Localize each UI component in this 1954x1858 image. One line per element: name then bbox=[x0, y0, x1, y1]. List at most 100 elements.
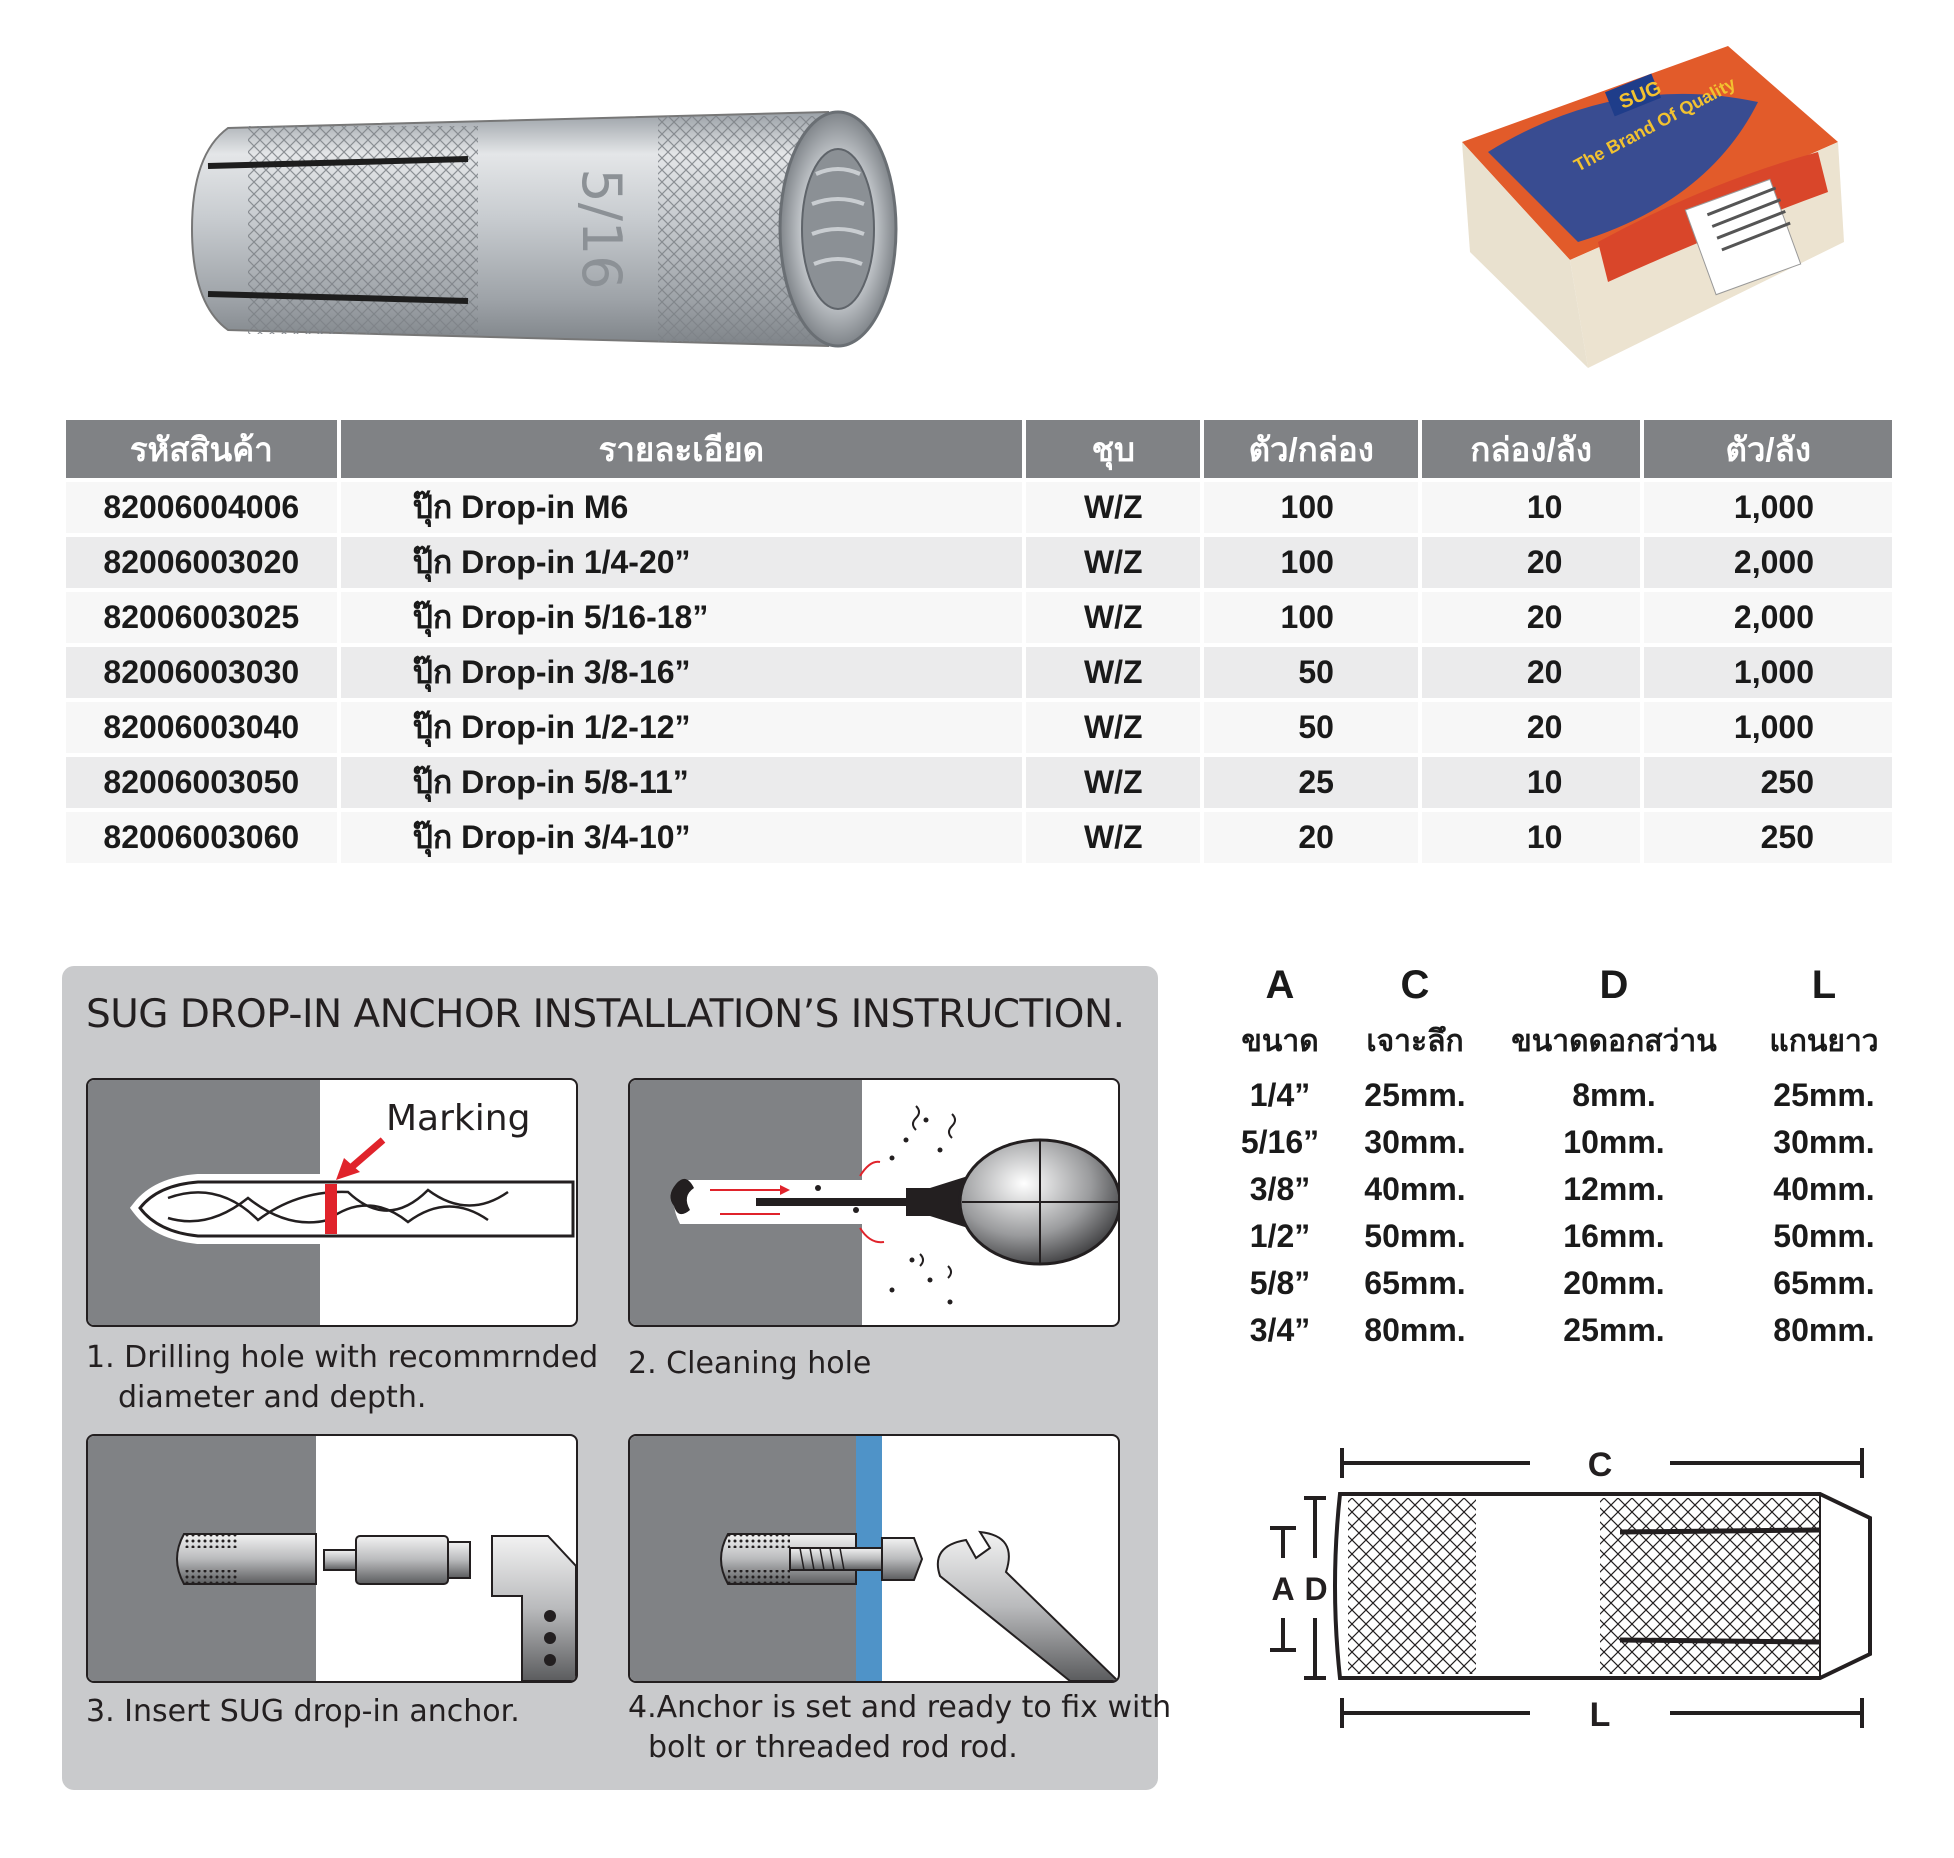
spec-cell: 20mm. bbox=[1563, 1265, 1665, 1301]
dimension-diagram: C L A D bbox=[1270, 1446, 1872, 1734]
row-code: 82006003050 bbox=[66, 757, 337, 808]
spec-row: 3/8” 40mm. 12mm. 40mm. bbox=[1216, 1166, 1906, 1213]
step4-caption-line1: 4.Anchor is set and ready to fix with bbox=[628, 1690, 1172, 1725]
dim-label-d: D bbox=[1304, 1571, 1327, 1607]
spec-cell: 25mm. bbox=[1773, 1077, 1875, 1113]
spec-cell: 10mm. bbox=[1563, 1124, 1665, 1160]
row-description: ปุ๊ก Drop-in 1/2-12” bbox=[340, 702, 1023, 753]
spec-label-row: ขนาด เจาะลึก ขนาดดอกสว่าน แกนยาว bbox=[1216, 1010, 1906, 1072]
spec-cell: 5/16” bbox=[1240, 1124, 1320, 1160]
instruction-panel: SUG DROP-IN ANCHOR INSTALLATION’S INSTRU… bbox=[62, 966, 1171, 1790]
spec-table: A C D L ขนาด เจาะลึก ขนาดดอกสว่าน แกนยาว… bbox=[1216, 960, 1906, 1354]
step1-caption: 1. Drilling hole with recommrnded diamet… bbox=[86, 1338, 598, 1418]
spec-cell: 50mm. bbox=[1364, 1218, 1466, 1254]
anchor-marking: 5/16 bbox=[570, 168, 633, 289]
row-box-per-case: 10 bbox=[1421, 757, 1641, 808]
spec-label-depth: เจาะลึก bbox=[1366, 1024, 1464, 1058]
spec-cell: 65mm. bbox=[1773, 1265, 1875, 1301]
table-row: 82006003020 ปุ๊ก Drop-in 1/4-20” W/Z 100… bbox=[66, 537, 1892, 588]
row-plating: W/Z bbox=[1026, 757, 1201, 808]
spec-cell: 3/8” bbox=[1249, 1171, 1311, 1207]
step1-caption-line2: diameter and depth. bbox=[118, 1380, 427, 1415]
anchor-product-image: 5/16 bbox=[190, 110, 898, 348]
spec-row: 1/4”25mm. 8mm.25mm. bbox=[1216, 1072, 1906, 1119]
table-row: 82006003030 ปุ๊ก Drop-in 3/8-16” W/Z 50 … bbox=[66, 647, 1892, 698]
spec-cell: 16mm. bbox=[1563, 1218, 1665, 1254]
marking-label: Marking bbox=[386, 1098, 530, 1139]
row-description: ปุ๊ก Drop-in 3/8-16” bbox=[340, 647, 1023, 698]
spec-row: 5/16”30mm. 10mm.30mm. bbox=[1216, 1119, 1906, 1166]
sug-box-image: SUG The Brand Of Quality bbox=[1462, 46, 1844, 368]
row-plating: W/Z bbox=[1026, 702, 1201, 753]
dim-label-a: A bbox=[1271, 1571, 1294, 1607]
row-code: 82006003040 bbox=[66, 702, 337, 753]
spec-cell: 25mm. bbox=[1563, 1312, 1665, 1348]
row-code: 82006003025 bbox=[66, 592, 337, 643]
spec-cell: 80mm. bbox=[1364, 1312, 1466, 1348]
step1-illustration: Marking bbox=[86, 1078, 578, 1327]
spec-cell: 1/4” bbox=[1249, 1077, 1311, 1113]
table-header-row: รหัสสินค้า รายละเอียด ชุบ ตัว/กล่อง กล่อ… bbox=[66, 420, 1892, 478]
row-code: 82006003060 bbox=[66, 812, 337, 863]
spec-label-drill: ขนาดดอกสว่าน bbox=[1511, 1024, 1717, 1058]
spec-label-size: ขนาด bbox=[1241, 1024, 1319, 1058]
spec-letter-c: C bbox=[1400, 962, 1430, 1007]
dim-label-c: C bbox=[1588, 1446, 1613, 1484]
header-pcs-per-case: ตัว/ลัง bbox=[1644, 420, 1892, 478]
header-description: รายละเอียด bbox=[340, 420, 1023, 478]
row-box-per-case: 20 bbox=[1421, 592, 1641, 643]
spec-cell: 80mm. bbox=[1773, 1312, 1875, 1348]
row-pcs-per-box: 100 bbox=[1204, 592, 1418, 643]
row-code: 82006003030 bbox=[66, 647, 337, 698]
row-pcs-per-case: 250 bbox=[1644, 812, 1892, 863]
step2-illustration bbox=[628, 1078, 1120, 1327]
spec-letter-d: D bbox=[1599, 962, 1629, 1007]
step3-caption: 3. Insert SUG drop-in anchor. bbox=[86, 1694, 520, 1729]
table-row: 82006003050 ปุ๊ก Drop-in 5/8-11” W/Z 25 … bbox=[66, 757, 1892, 808]
header-box-per-case: กล่อง/ลัง bbox=[1421, 420, 1641, 478]
spec-row: 1/2” 50mm. 16mm. 50mm. bbox=[1216, 1213, 1906, 1260]
row-pcs-per-case: 1,000 bbox=[1644, 647, 1892, 698]
spec-cell: 1/2” bbox=[1249, 1218, 1311, 1254]
step1-caption-line1: 1. Drilling hole with recommrnded bbox=[86, 1340, 599, 1375]
row-box-per-case: 10 bbox=[1421, 482, 1641, 533]
row-box-per-case: 20 bbox=[1421, 647, 1641, 698]
row-box-per-case: 10 bbox=[1421, 812, 1641, 863]
row-description: ปุ๊ก Drop-in 1/4-20” bbox=[340, 537, 1023, 588]
step3-illustration bbox=[86, 1434, 578, 1683]
spec-row: 5/8”65mm. 20mm.65mm. bbox=[1216, 1260, 1906, 1307]
table-row: 82006003060 ปุ๊ก Drop-in 3/4-10” W/Z 20 … bbox=[66, 812, 1892, 863]
row-plating: W/Z bbox=[1026, 482, 1201, 533]
spec-cell: 25mm. bbox=[1364, 1077, 1466, 1113]
dim-label-l: L bbox=[1590, 1696, 1611, 1734]
header-code: รหัสสินค้า bbox=[66, 420, 337, 478]
spec-cell: 30mm. bbox=[1364, 1124, 1466, 1160]
table-row: 82006003040 ปุ๊ก Drop-in 1/2-12” W/Z 50 … bbox=[66, 702, 1892, 753]
header-plating: ชุบ bbox=[1026, 420, 1201, 478]
step4-illustration bbox=[628, 1434, 1120, 1683]
row-plating: W/Z bbox=[1026, 647, 1201, 698]
header-pcs-per-box: ตัว/กล่อง bbox=[1204, 420, 1418, 478]
row-plating: W/Z bbox=[1026, 592, 1201, 643]
spec-cell: 40mm. bbox=[1773, 1171, 1875, 1207]
row-pcs-per-case: 1,000 bbox=[1644, 482, 1892, 533]
row-code: 82006004006 bbox=[66, 482, 337, 533]
row-pcs-per-box: 50 bbox=[1204, 702, 1418, 753]
spec-letter-a: A bbox=[1265, 962, 1295, 1007]
row-pcs-per-case: 2,000 bbox=[1644, 592, 1892, 643]
spec-cell: 40mm. bbox=[1364, 1171, 1466, 1207]
row-plating: W/Z bbox=[1026, 812, 1201, 863]
row-description: ปุ๊ก Drop-in 5/8-11” bbox=[340, 757, 1023, 808]
table-row: 82006003025 ปุ๊ก Drop-in 5/16-18” W/Z 10… bbox=[66, 592, 1892, 643]
spec-cell: 12mm. bbox=[1563, 1171, 1665, 1207]
row-pcs-per-box: 100 bbox=[1204, 537, 1418, 588]
spec-row: 3/4”80mm. 25mm.80mm. bbox=[1216, 1307, 1906, 1354]
row-description: ปุ๊ก Drop-in 5/16-18” bbox=[340, 592, 1023, 643]
spec-cell: 65mm. bbox=[1364, 1265, 1466, 1301]
spec-letter-row: A C D L bbox=[1216, 960, 1906, 1010]
row-box-per-case: 20 bbox=[1421, 537, 1641, 588]
row-pcs-per-box: 50 bbox=[1204, 647, 1418, 698]
row-pcs-per-case: 250 bbox=[1644, 757, 1892, 808]
spec-cell: 50mm. bbox=[1773, 1218, 1875, 1254]
row-box-per-case: 20 bbox=[1421, 702, 1641, 753]
